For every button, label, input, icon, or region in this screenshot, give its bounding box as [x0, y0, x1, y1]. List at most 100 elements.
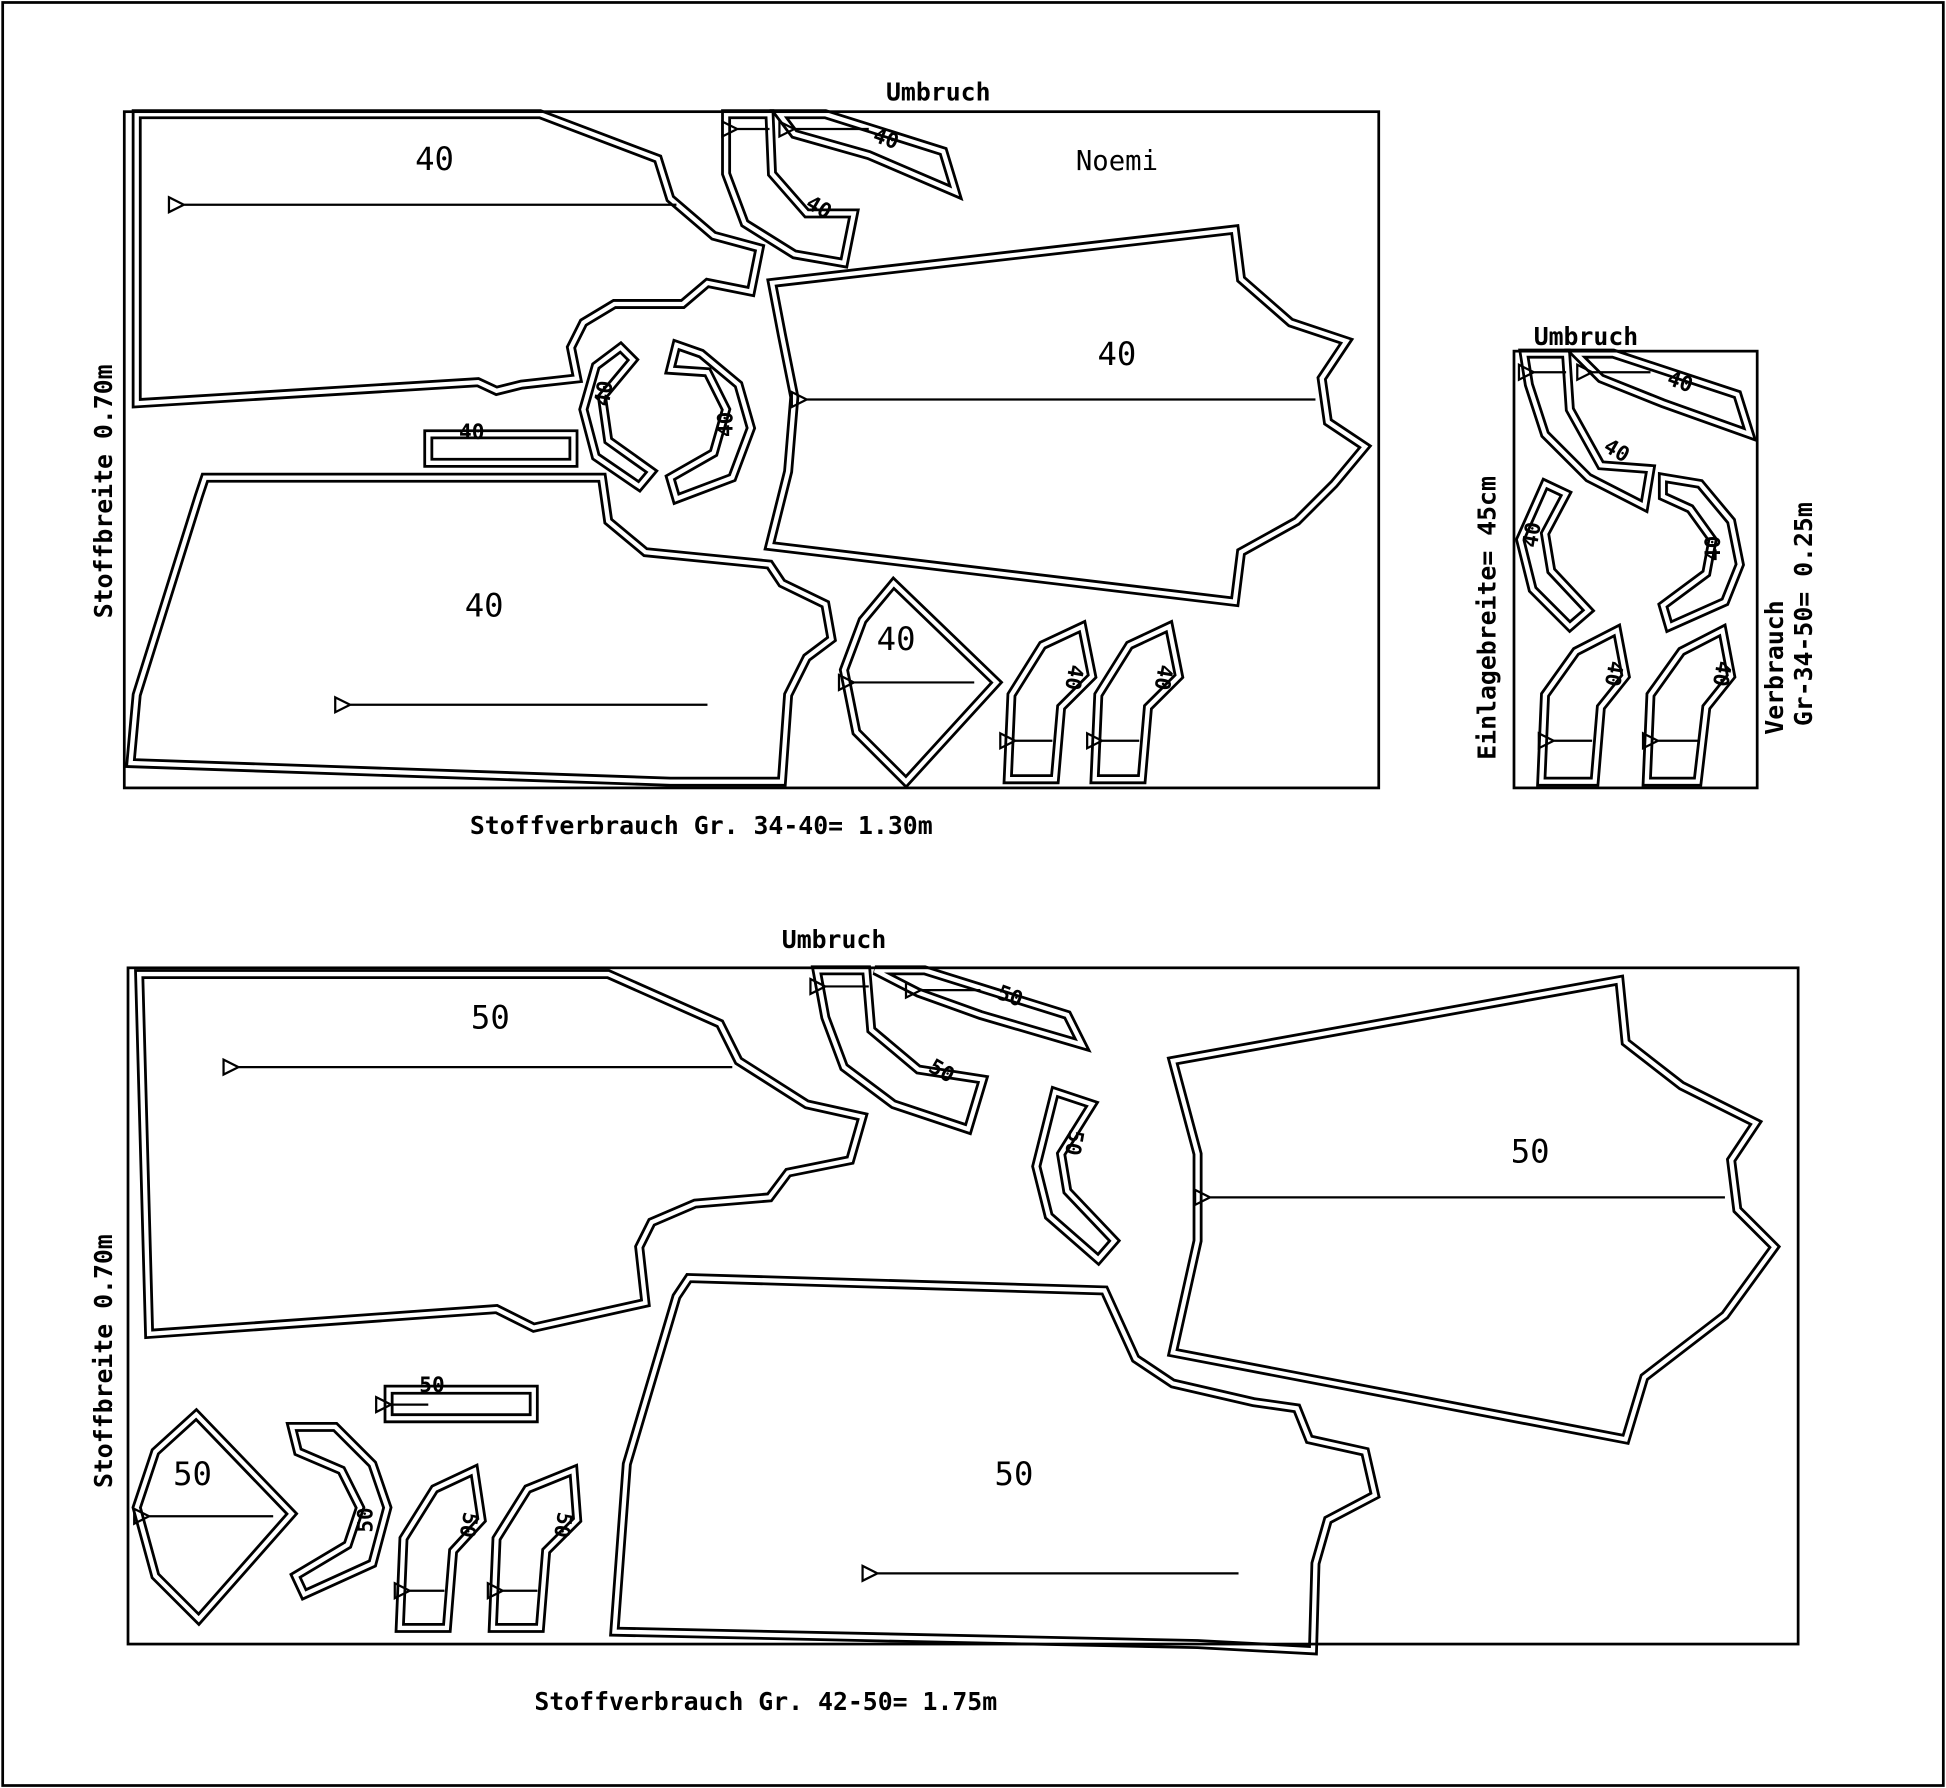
- grainline-arrow-icon: [1517, 362, 1567, 382]
- fold-label: Umbruch: [1534, 322, 1639, 351]
- size-label: 50: [1060, 1128, 1089, 1157]
- interfacing-width-label: Einlagebreite= 45cm: [1472, 476, 1501, 760]
- size-label: 50: [471, 999, 510, 1037]
- interfacing-consumption-line1: Verbrauch: [1760, 600, 1789, 734]
- cuff-piece: [393, 1463, 487, 1633]
- grainline-arrow-icon: [837, 673, 975, 692]
- piece-inner-line: [841, 579, 1000, 785]
- size-label: 40: [1060, 663, 1089, 692]
- grainline-arrow-icon: [904, 980, 981, 1000]
- facing-piece: [809, 965, 990, 1136]
- grainline-arrow-icon: [334, 695, 708, 715]
- facing-strip: [769, 109, 964, 202]
- belt-loop: [375, 1384, 539, 1424]
- size-label: 50: [1511, 1133, 1550, 1171]
- size-label: 50: [455, 1510, 484, 1539]
- grainline-arrow-icon: [1193, 1188, 1725, 1207]
- size-label: 40: [1517, 520, 1546, 549]
- grainline-arrow-icon: [778, 119, 869, 139]
- piece-inner-line: [612, 1275, 1378, 1653]
- piece-inner-line: [397, 1467, 484, 1631]
- piece-inner-line: [1660, 475, 1743, 630]
- piece-inner-line: [289, 1424, 390, 1598]
- interfacing-facing: [1517, 348, 1657, 514]
- collar-piece: [1031, 1085, 1122, 1267]
- piece-inner-line: [1517, 481, 1592, 630]
- piece-inner-line: [775, 111, 960, 197]
- model-name: Noemi: [1076, 146, 1158, 177]
- size-label: 40: [415, 140, 454, 178]
- consumption-label: Stoffverbrauch Gr. 34-40= 1.30m: [470, 811, 933, 840]
- grainline-arrow-icon: [1641, 731, 1698, 751]
- fold-label: Umbruch: [782, 925, 887, 954]
- layout-top: Umbruch Noemi Stoffbreite 0.70m Stoffver…: [89, 78, 1381, 840]
- interfacing-consumption-line2: Gr-34-50= 0.25m: [1789, 502, 1818, 726]
- grainline-arrow-icon: [861, 1564, 1239, 1583]
- interfacing-frame: [1512, 349, 1759, 790]
- fabric-frame-bottom: [126, 966, 1800, 1646]
- piece-outline: [423, 429, 579, 468]
- piece-inner-line: [766, 227, 1369, 605]
- grainline-arrow-icon: [222, 1057, 733, 1077]
- piece-inner-line: [386, 1387, 536, 1421]
- size-label: 40: [1700, 536, 1725, 561]
- sleeve-piece: [1166, 974, 1782, 1446]
- size-label: 40: [877, 620, 916, 658]
- sleeve-piece: [763, 224, 1373, 608]
- size-label: 40: [1098, 335, 1137, 373]
- interfacing-strip: [1564, 348, 1758, 443]
- size-label: 50: [995, 1455, 1034, 1493]
- fabric-frame-top: [122, 110, 1381, 790]
- piece-inner-line: [490, 1467, 580, 1631]
- grainline-arrow-icon: [133, 1507, 274, 1526]
- interfacing-cuff: [1536, 622, 1631, 787]
- interfacing-collar-right: [1657, 471, 1745, 634]
- grainline-arrow-icon: [999, 731, 1053, 751]
- piece-inner-line: [1539, 627, 1628, 784]
- grainline-arrow-icon: [1537, 731, 1593, 751]
- piece-inner-line: [1521, 351, 1654, 510]
- layout-bottom: Umbruch Stoffbreite 0.70m Stoffverbrauch…: [89, 925, 1800, 1716]
- size-label: 40: [459, 419, 484, 444]
- piece-inner-line: [1034, 1089, 1118, 1263]
- consumption-label: Stoffverbrauch Gr. 42-50= 1.75m: [534, 1687, 997, 1716]
- piece-inner-line: [814, 968, 986, 1132]
- piece-inner-line: [1644, 627, 1734, 784]
- facing-piece: [721, 109, 860, 269]
- fabric-width-label: Stoffbreite 0.70m: [89, 1234, 118, 1488]
- fold-label: Umbruch: [886, 78, 991, 107]
- piece-inner-line: [128, 475, 834, 784]
- grainline-arrow-icon: [721, 119, 770, 139]
- piece-inner-line: [1005, 623, 1095, 782]
- interfacing-collar-left: [1514, 477, 1596, 634]
- grainline-arrow-icon: [809, 977, 869, 996]
- back-piece: [134, 969, 869, 1340]
- piece-inner-line: [723, 111, 857, 266]
- grainline-arrow-icon: [790, 390, 1316, 409]
- size-label: 40: [465, 587, 504, 625]
- grainline-arrow-icon: [375, 1395, 429, 1414]
- pocket-piece: [131, 1407, 299, 1627]
- collar-right: [663, 338, 757, 506]
- size-label: 50: [352, 1507, 377, 1532]
- piece-inner-line: [1570, 351, 1754, 438]
- size-label: 40: [712, 412, 737, 437]
- piece-inner-line: [134, 111, 763, 406]
- interfacing-cuff: [1641, 622, 1737, 787]
- collar-piece: [285, 1421, 393, 1601]
- piece-inner-line: [1092, 623, 1182, 782]
- piece-inner-line: [1170, 977, 1778, 1442]
- pattern-pieces: [125, 109, 1782, 1656]
- cuff-piece: [999, 619, 1098, 785]
- grainline-arrow-icon: [1086, 731, 1140, 751]
- piece-inner-line: [136, 971, 866, 1337]
- belt-loop: [423, 429, 579, 468]
- back-piece: [131, 109, 766, 409]
- size-label: 40: [1150, 663, 1179, 692]
- cuff-piece: [1086, 619, 1185, 785]
- cuff-piece: [486, 1463, 583, 1633]
- fabric-width-label: Stoffbreite 0.70m: [89, 364, 118, 618]
- front-piece: [609, 1272, 1381, 1656]
